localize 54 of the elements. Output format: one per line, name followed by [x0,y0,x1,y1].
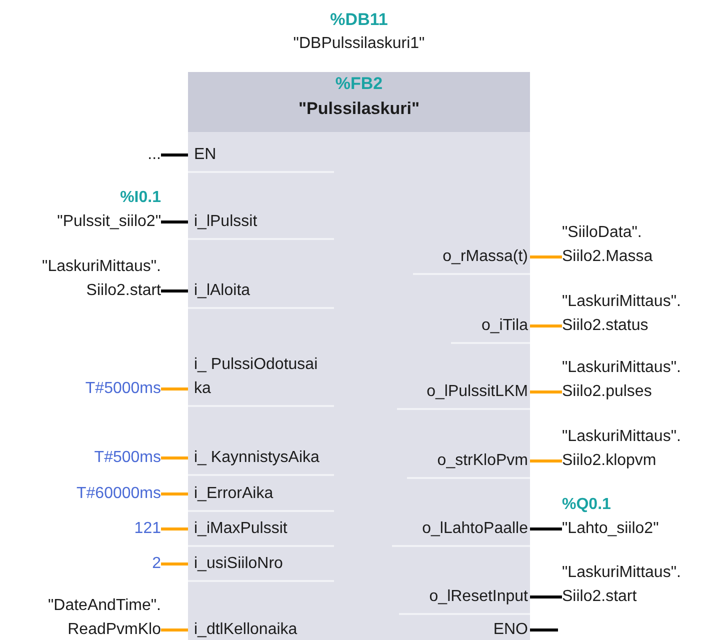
constant-value: 2 [11,552,161,576]
wire [161,492,188,496]
input-pin-label: i_iMaxPulssit [188,517,334,547]
address-label: %Q0.1 [562,495,612,515]
wire [161,388,188,390]
output-pin-label: o_lResetInput [399,585,530,615]
wire [530,528,562,530]
function-block [188,72,530,640]
wire [161,628,188,632]
input-pin-label: i_lAloita [188,279,334,309]
wire [161,290,188,292]
constant-value: 121 [11,517,161,541]
constant-value: T#5000ms [11,377,161,401]
input-pin-label: EN [188,143,334,173]
tag-name: "Lahto_siilo2" [562,519,660,539]
input-pin-label: i_dtlKellonaika [188,618,334,640]
operand-label: "DateAndTime". ReadPvmKlo [11,594,161,640]
operand-label: "LaskuriMittaus". Siilo2.pulses [562,356,712,404]
instance-address: %DB11 [330,10,388,30]
output-pin-label: o_strKloPvm [407,449,530,479]
operand-label: "SiiloData". Siilo2.Massa [562,221,712,269]
wire [161,220,188,224]
output-pin-label: o_lLahtoPaalle [392,517,530,547]
address-label: %I0.1 [119,188,161,208]
constant-value: T#60000ms [11,482,161,506]
operand-label: "LaskuriMittaus". Siilo2.klopvm [562,425,712,473]
wire [161,154,188,156]
output-pin-label: ENO [463,618,530,640]
wire [530,256,562,258]
block-name: "Pulssilaskuri" [298,99,420,119]
wire [530,460,562,462]
wire [530,390,562,394]
wire [530,324,562,328]
wire [530,628,558,632]
wire [161,456,188,460]
operand-label: "LaskuriMittaus". Siilo2.start [562,561,712,609]
input-pin-label: i_lPulssit [188,210,334,240]
tag-name: "Pulssit_siilo2" [56,212,161,232]
operand-label: ... [11,143,161,167]
block-address: %FB2 [335,74,383,94]
instance-db-name: "DBPulssilaskuri1" [293,35,425,53]
input-pin-label: i_ KaynnistysAika [188,446,334,476]
constant-value: T#500ms [11,446,161,470]
wire [161,528,188,530]
input-pin-label: i_ErrorAika [188,482,334,512]
output-pin-label: o_lPulssitLKM [396,380,530,410]
input-pin-label: i_usiSiiloNro [188,552,334,582]
wire [161,562,188,566]
output-pin-label: o_iTila [451,314,530,344]
input-pin-label: i_ PulssiOdotusai ka [188,353,334,407]
output-pin-label: o_rMassa(t) [412,245,530,275]
operand-label: "LaskuriMittaus". Siilo2.status [562,290,712,338]
wire [530,596,562,598]
operand-label: "LaskuriMittaus". Siilo2.start [11,255,161,303]
